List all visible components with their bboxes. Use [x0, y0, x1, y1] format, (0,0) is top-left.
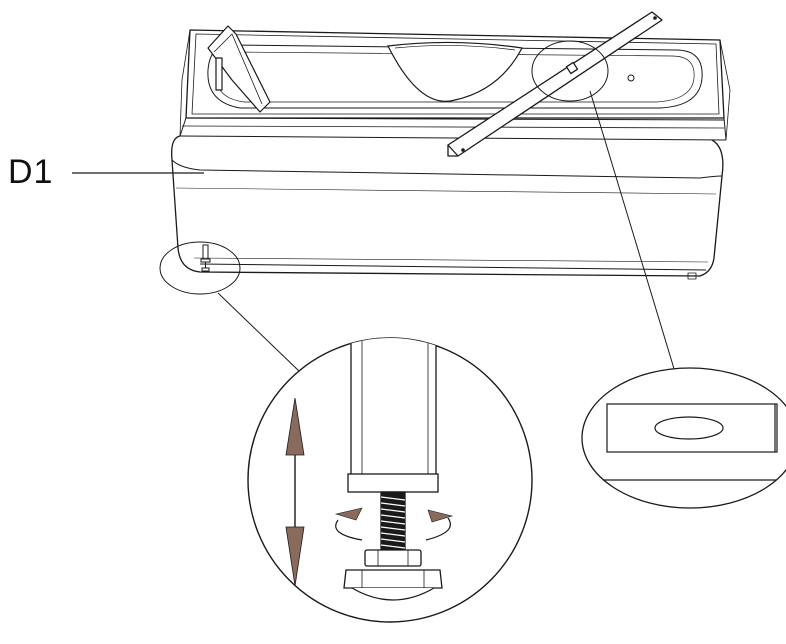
tub-rim-inner: [191, 33, 720, 115]
rotation-arc: [335, 519, 363, 541]
tub-drain-cutout: [387, 41, 523, 102]
beam-detail-circle: [531, 40, 609, 102]
leg-tube: [350, 338, 437, 476]
height-adjust-arrow: [285, 397, 305, 587]
lock-nut: [364, 549, 422, 567]
beam-leader-line: [589, 90, 676, 373]
tub-faucet: [207, 25, 271, 113]
callout-label-d1: D1: [8, 153, 54, 191]
beam-slot-hole: [654, 416, 724, 440]
tub-basin: [207, 44, 703, 109]
leg-small-view: [159, 241, 241, 295]
leg-collar: [347, 473, 439, 493]
beam-magnified-view: [581, 367, 786, 509]
leg-magnified-view: [247, 337, 533, 623]
support-beam: [447, 11, 663, 157]
tub-hole: [627, 74, 635, 82]
rotation-arrow-left: [334, 507, 363, 521]
rotation-arrow-right: [427, 509, 454, 523]
beam-plate: [606, 403, 778, 453]
leg-foot: [343, 569, 443, 589]
leg-detail-circle: [159, 241, 241, 295]
leg-leader-line: [217, 292, 301, 373]
bathtub: [171, 29, 731, 280]
tub-apron: [171, 135, 724, 277]
